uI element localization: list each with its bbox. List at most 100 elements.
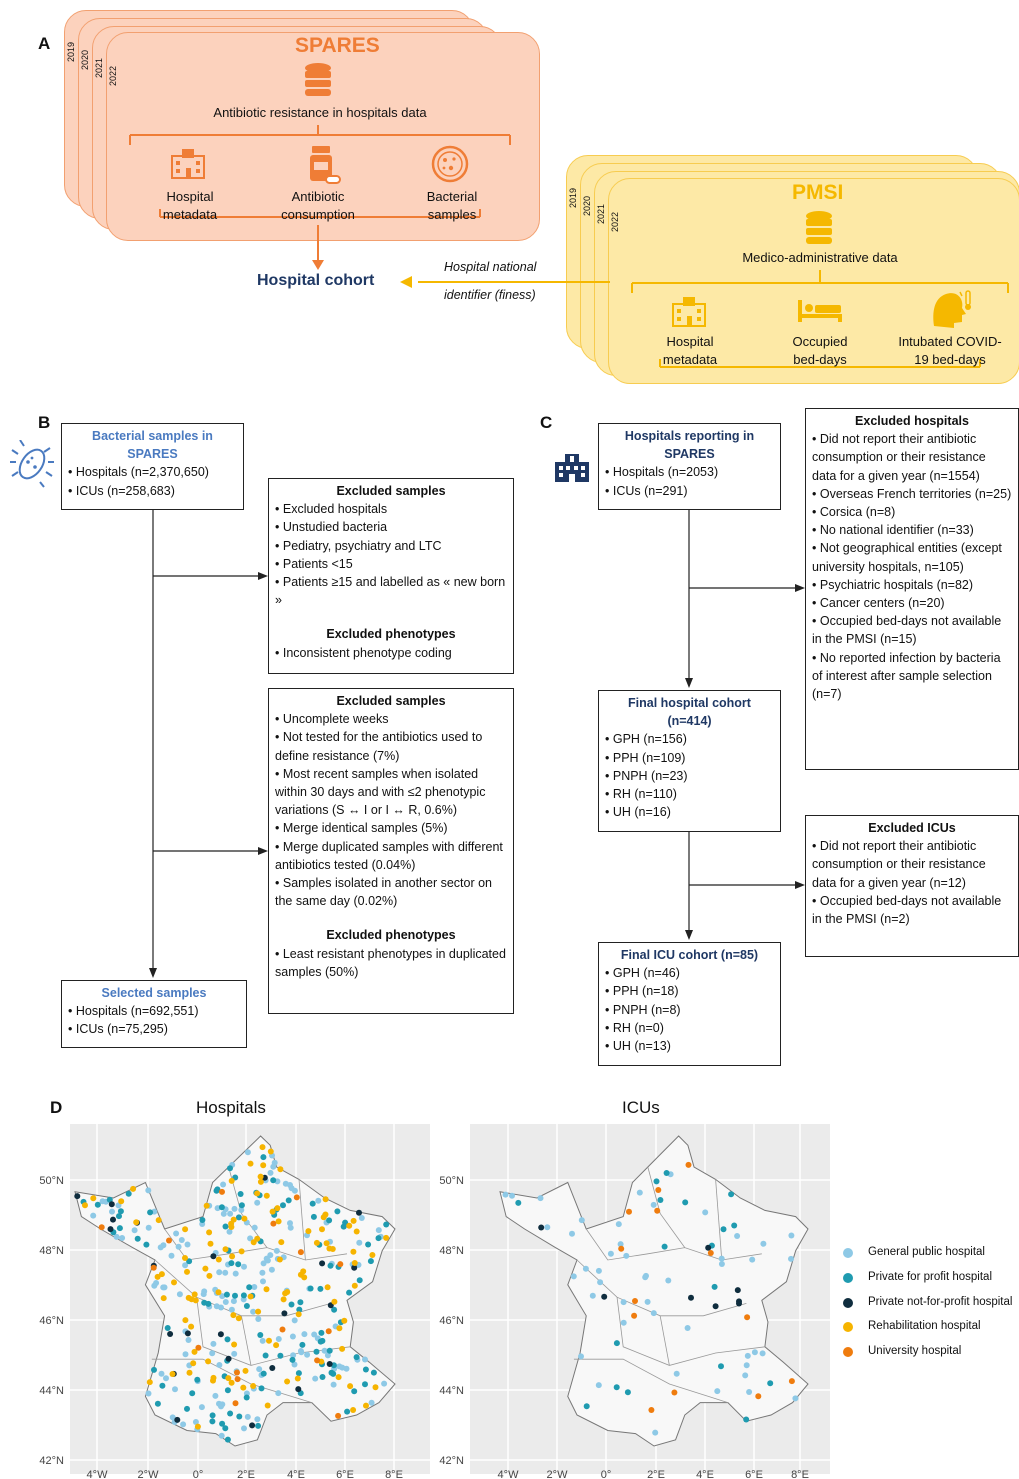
point-private-not-for-profit xyxy=(281,1310,288,1317)
point-general-public xyxy=(158,1370,165,1377)
point-general-public xyxy=(744,1352,751,1359)
point-rehabilitation xyxy=(238,1248,245,1255)
point-general-public xyxy=(270,1163,277,1170)
point-general-public xyxy=(260,1260,267,1267)
point-private-for-profit xyxy=(334,1208,341,1215)
legend-label-private-for-profit: Private for profit hospital xyxy=(868,1271,993,1283)
point-rehabilitation xyxy=(326,1245,333,1252)
lat-tick-label: 50°N xyxy=(439,1175,464,1187)
point-rehabilitation xyxy=(188,1323,195,1330)
legend-swatch-rehabilitation xyxy=(843,1322,853,1332)
point-general-public xyxy=(220,1210,227,1217)
point-private-for-profit xyxy=(277,1352,284,1359)
point-rehabilitation xyxy=(263,1192,270,1199)
lat-tick-label: 50°N xyxy=(39,1175,64,1187)
point-general-public xyxy=(109,1208,115,1215)
flow-arrows-b xyxy=(149,510,268,978)
point-general-public xyxy=(339,1364,346,1371)
point-general-public xyxy=(607,1250,614,1257)
lon-tick-label: 2°E xyxy=(647,1469,665,1479)
point-private-for-profit xyxy=(228,1260,235,1267)
point-rehabilitation xyxy=(222,1246,229,1253)
point-general-public xyxy=(718,1261,725,1267)
point-general-public xyxy=(241,1263,247,1270)
point-general-public xyxy=(714,1388,721,1395)
point-general-public xyxy=(356,1239,363,1246)
point-general-public xyxy=(301,1331,308,1338)
region-border xyxy=(573,1358,729,1403)
point-private-for-profit xyxy=(767,1380,774,1387)
point-rehabilitation xyxy=(257,1178,264,1185)
point-general-public xyxy=(636,1189,643,1196)
legend-swatch-general-public xyxy=(843,1248,853,1258)
point-rehabilitation xyxy=(225,1375,232,1382)
point-general-public xyxy=(182,1262,189,1269)
point-rehabilitation xyxy=(263,1286,270,1293)
point-university xyxy=(671,1389,678,1396)
point-general-public xyxy=(623,1252,630,1259)
point-rehabilitation xyxy=(146,1379,153,1386)
point-rehabilitation xyxy=(369,1252,376,1258)
point-general-public xyxy=(287,1220,293,1227)
point-general-public xyxy=(219,1401,226,1408)
point-general-public xyxy=(168,1252,175,1259)
point-university xyxy=(270,1220,277,1227)
point-private-for-profit xyxy=(365,1241,372,1248)
point-private-not-for-profit xyxy=(174,1416,181,1423)
point-private-for-profit xyxy=(728,1191,735,1198)
point-rehabilitation xyxy=(241,1215,248,1222)
point-rehabilitation xyxy=(372,1384,379,1391)
point-rehabilitation xyxy=(323,1240,330,1247)
point-private-for-profit xyxy=(209,1412,216,1419)
point-private-for-profit xyxy=(743,1416,750,1423)
point-private-for-profit xyxy=(353,1354,360,1361)
point-rehabilitation xyxy=(186,1369,193,1376)
point-general-public xyxy=(173,1230,180,1237)
point-private-for-profit xyxy=(362,1366,369,1373)
region-border xyxy=(659,1315,670,1366)
point-private-for-profit xyxy=(296,1306,303,1313)
point-university xyxy=(685,1161,692,1168)
point-rehabilitation xyxy=(295,1311,302,1318)
point-general-public xyxy=(216,1269,223,1276)
point-private-for-profit xyxy=(375,1235,382,1242)
point-private-not-for-profit xyxy=(734,1287,741,1294)
point-rehabilitation xyxy=(215,1256,222,1263)
point-general-public xyxy=(652,1429,659,1436)
point-private-for-profit xyxy=(356,1277,363,1284)
point-private-for-profit xyxy=(663,1170,670,1176)
france-outline-icus xyxy=(499,1135,809,1447)
point-general-public xyxy=(330,1381,337,1388)
lat-tick-label: 46°N xyxy=(39,1315,64,1327)
point-private-for-profit xyxy=(147,1209,154,1216)
point-rehabilitation xyxy=(155,1217,162,1224)
point-private-for-profit xyxy=(260,1370,267,1377)
point-rehabilitation xyxy=(184,1268,190,1275)
box-final-icu-cohort: Final ICU cohort (n=85) • GPH (n=46) • P… xyxy=(598,942,781,1066)
cohort-arrows xyxy=(312,225,610,288)
point-general-public xyxy=(160,1284,167,1291)
point-rehabilitation xyxy=(203,1202,210,1209)
point-rehabilitation xyxy=(160,1295,167,1302)
point-general-public xyxy=(231,1350,238,1357)
point-general-public xyxy=(268,1266,275,1273)
point-rehabilitation xyxy=(350,1248,357,1255)
point-rehabilitation xyxy=(305,1228,312,1235)
point-private-for-profit xyxy=(720,1226,727,1233)
point-private-for-profit xyxy=(262,1352,269,1359)
point-private-for-profit xyxy=(682,1199,689,1206)
point-private-for-profit xyxy=(299,1341,306,1348)
lat-tick-label: 48°N xyxy=(439,1245,464,1257)
point-private-for-profit xyxy=(240,1292,247,1299)
point-general-public xyxy=(615,1221,622,1228)
point-university xyxy=(195,1344,202,1351)
point-private-for-profit xyxy=(189,1390,196,1397)
point-rehabilitation xyxy=(264,1402,271,1409)
hospital-icon xyxy=(672,297,706,327)
point-rehabilitation xyxy=(194,1423,201,1430)
point-private-for-profit xyxy=(313,1348,320,1355)
point-university xyxy=(788,1378,795,1385)
point-general-public xyxy=(145,1390,152,1397)
point-rehabilitation xyxy=(339,1345,346,1352)
